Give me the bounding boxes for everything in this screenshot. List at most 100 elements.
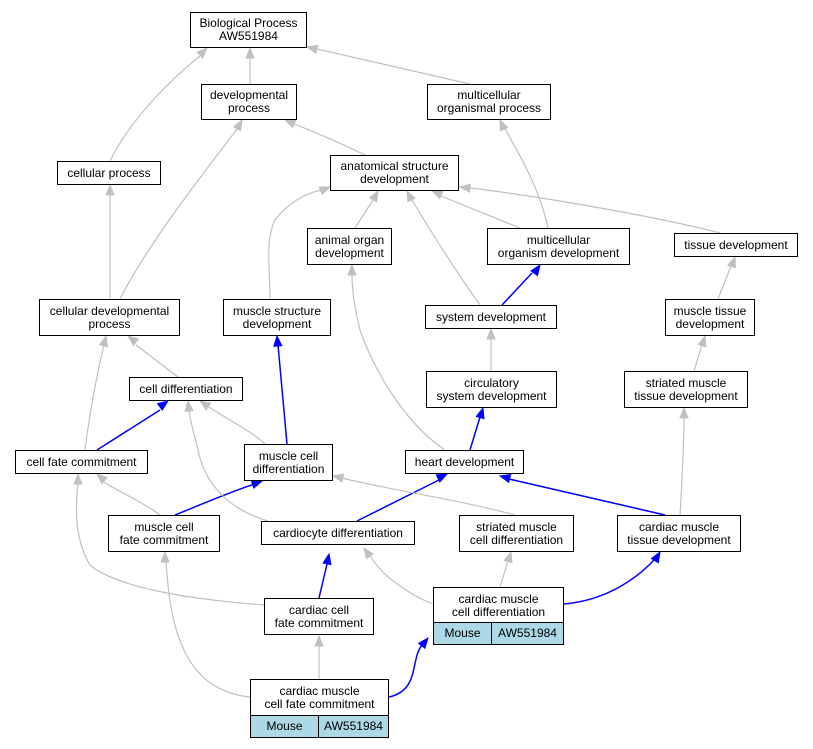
arrowhead-dev-anat	[283, 119, 297, 129]
edge-anat-muscle	[268, 189, 323, 300]
arrowhead-mod-system	[530, 263, 541, 277]
node-circulatory-system-development[interactable]: circulatory system development	[426, 371, 557, 408]
arrowhead-circ-heart	[475, 406, 485, 420]
edge-cfc-ccfc	[75, 482, 265, 606]
edge-circ-heart	[469, 416, 481, 451]
edge-dev-anat	[293, 123, 366, 156]
node-cell-differentiation[interactable]: cell differentiation	[129, 377, 243, 401]
edge-celldiff-cardio	[188, 409, 269, 522]
arrowhead-cdp-celldiff	[126, 335, 140, 347]
edge-smtd-cmtd	[679, 416, 685, 516]
node-tissue-development[interactable]: tissue development	[674, 233, 798, 257]
species-cell: Mouse	[251, 716, 319, 737]
arrowhead-cdp-cfc	[98, 334, 109, 348]
arrowhead-bp-dev	[245, 46, 255, 59]
edge-mcd-smcd	[341, 477, 516, 516]
node-muscle-tissue-development[interactable]: muscle tissue development	[665, 299, 755, 336]
node-title: cardiac muscle cell differentiation	[451, 591, 546, 619]
arrowhead-celldiff-cardio	[184, 399, 194, 412]
edge-mcd-mcfc	[174, 483, 256, 516]
arrowhead-mtd-smtd	[697, 334, 707, 348]
edge-smcd-cmcd	[499, 560, 509, 588]
edge-cdp-celldiff	[135, 344, 179, 378]
edge-bp-cell	[109, 55, 201, 162]
arrowhead-dev-cdp	[232, 118, 243, 132]
edge-dev-cdp	[119, 128, 238, 300]
arrowhead-heart-cmtd	[498, 473, 512, 484]
edge-anat-system	[411, 199, 481, 306]
arrowhead-multi-mod	[499, 118, 509, 132]
arrowhead-cardio-ccfc	[322, 552, 332, 566]
arrowhead-anat-system	[406, 189, 416, 203]
edge-bp-multi	[316, 48, 471, 85]
edge-cardio-ccfc	[318, 563, 328, 599]
node-developmental-process[interactable]: developmental process	[201, 84, 297, 120]
annotation-row: Mouse AW551984	[251, 715, 388, 737]
edge-anat-mod	[440, 195, 521, 229]
arrowhead-tissue-mtd	[727, 255, 737, 269]
edge-mcfc-cmcfc	[165, 561, 251, 698]
edge-msd-mcd	[277, 344, 288, 445]
edge-mod-system	[501, 272, 533, 306]
arrowhead-cmtd-cmcd	[650, 550, 661, 564]
arrowhead-bp-multi	[305, 44, 319, 54]
arrowhead-organ-heart	[347, 263, 357, 276]
node-striated-muscle-tissue-development[interactable]: striated muscle tissue development	[624, 371, 748, 408]
edge-tissue-mtd	[717, 265, 732, 300]
node-cardiac-cell-fate-commitment[interactable]: cardiac cell fate commitment	[264, 598, 374, 635]
edge-celldiff-cfc	[96, 409, 161, 451]
arrowhead-celldiff-cfc	[156, 400, 170, 412]
node-striated-muscle-cell-differentiation[interactable]: striated muscle cell differentiation	[459, 515, 574, 552]
gene-cell: AW551984	[319, 716, 388, 737]
node-cellular-process[interactable]: cellular process	[57, 161, 161, 185]
node-cardiac-muscle-tissue-development[interactable]: cardiac muscle tissue development	[617, 515, 741, 552]
node-multicellular-organismal-process[interactable]: multicellular organismal process	[427, 84, 551, 120]
node-system-development[interactable]: system development	[425, 305, 557, 329]
node-cell-fate-commitment[interactable]: cell fate commitment	[15, 450, 148, 474]
node-muscle-structure-development[interactable]: muscle structure development	[223, 299, 331, 336]
arrowhead-cfc-ccfc	[73, 472, 83, 485]
gene-cell: AW551984	[492, 623, 563, 644]
arrowhead-msd-mcd	[273, 334, 283, 347]
arrowhead-celldiff-mcd	[198, 400, 212, 411]
node-muscle-cell-differentiation[interactable]: muscle cell differentiation	[244, 444, 333, 481]
node-cardiac-muscle-cell-differentiation[interactable]: cardiac muscle cell differentiation Mous…	[433, 587, 564, 645]
edge-heart-cardio	[356, 479, 440, 522]
node-heart-development[interactable]: heart development	[405, 450, 524, 474]
arrowhead-mcd-mcfc	[250, 479, 264, 489]
edge-cdp-cfc	[84, 344, 105, 451]
edge-cfc-mcfc	[103, 481, 161, 516]
arrowhead-mcfc-cmcfc	[160, 550, 170, 563]
edge-cmcd-cmcfc	[388, 644, 423, 698]
node-anatomical-structure-development[interactable]: anatomical structure development	[330, 155, 459, 191]
arrowhead-anat-mod	[430, 190, 444, 200]
arrowhead-anat-tissue	[458, 183, 471, 193]
edge-organ-heart	[351, 273, 446, 451]
arrowhead-heart-cardio	[435, 473, 449, 483]
edge-anat-tissue	[469, 187, 721, 234]
edge-multi-mod	[504, 128, 549, 229]
arrowhead-smcd-cmcd	[503, 550, 513, 564]
arrowhead-cell-cdp	[105, 183, 115, 196]
node-cellular-developmental-process[interactable]: cellular developmental process	[39, 299, 180, 336]
edge-cardio-cmcd	[369, 554, 434, 605]
annotation-row: Mouse AW551984	[434, 622, 563, 644]
edge-cmtd-cmcd	[563, 559, 655, 605]
edge-celldiff-mcd	[208, 406, 266, 445]
arrowhead-cfc-mcfc	[95, 473, 108, 485]
node-cardiac-muscle-cell-fate-commitment[interactable]: cardiac muscle cell fate commitment Mous…	[250, 679, 389, 738]
arrowhead-mcd-smcd	[331, 473, 345, 483]
node-title: cardiac muscle cell fate commitment	[264, 684, 375, 711]
arrowhead-cmcd-cmcfc	[417, 636, 429, 650]
edge-anat-organ	[354, 199, 374, 229]
node-multicellular-organism-development[interactable]: multicellular organism development	[487, 228, 630, 265]
node-biological-process[interactable]: Biological Process AW551984	[190, 12, 307, 48]
arrowhead-cardio-cmcd	[363, 546, 374, 560]
node-cardiocyte-differentiation[interactable]: cardiocyte differentiation	[261, 521, 415, 545]
node-muscle-cell-fate-commitment[interactable]: muscle cell fate commitment	[108, 515, 220, 552]
arrowhead-smtd-cmtd	[679, 406, 689, 419]
node-animal-organ-development[interactable]: animal organ development	[307, 228, 392, 265]
edge-mtd-smtd	[693, 344, 703, 372]
arrowhead-system-circ	[486, 327, 496, 340]
